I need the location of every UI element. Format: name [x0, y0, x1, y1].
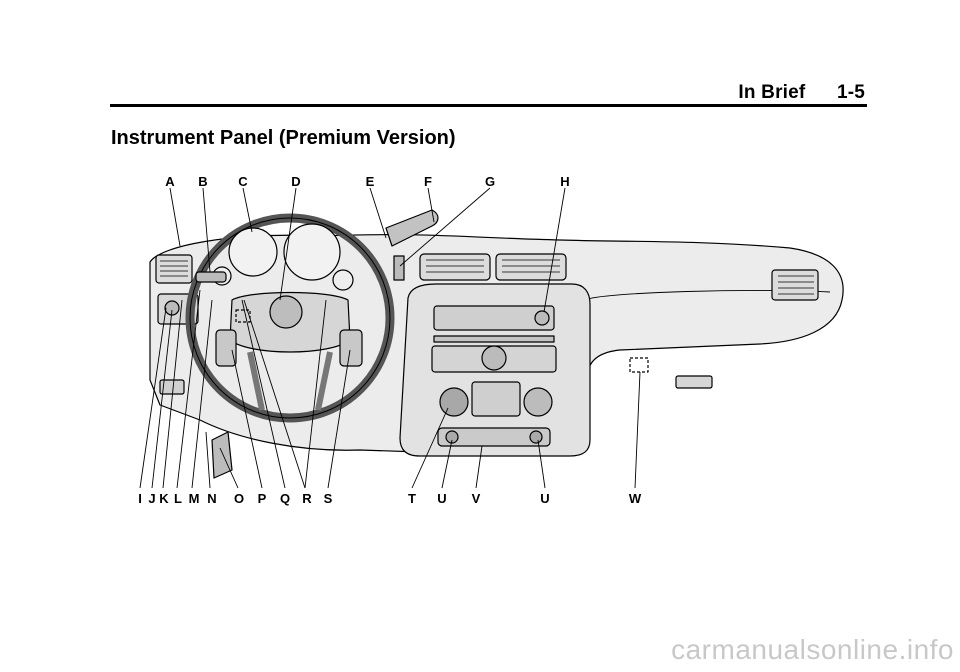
- climate-knob-left: [439, 387, 469, 417]
- callout-w: W: [629, 491, 642, 506]
- callout-q: Q: [280, 491, 290, 506]
- callout-h: H: [560, 174, 569, 189]
- left-spoke-controls: [215, 329, 237, 367]
- callout-d: D: [291, 174, 300, 189]
- callout-n: N: [207, 491, 216, 506]
- right-spoke-controls: [339, 329, 363, 367]
- climate-knob-right: [523, 387, 553, 417]
- horn-logo: [269, 295, 303, 329]
- radio-display: [433, 305, 555, 331]
- running-header: In Brief 1-5: [738, 82, 865, 104]
- callout-p: P: [258, 491, 267, 506]
- pedal: [211, 431, 233, 479]
- page-title: Instrument Panel (Premium Version): [111, 127, 456, 149]
- speedometer: [228, 227, 278, 277]
- callout-t: T: [408, 491, 416, 506]
- callout-i: I: [138, 491, 142, 506]
- watermark: carmanualsonline.info: [671, 634, 954, 665]
- page-number: 1-5: [836, 82, 865, 103]
- callout-u-right: U: [540, 491, 549, 506]
- glove-box-handle: [675, 375, 713, 389]
- callout-b: B: [198, 174, 207, 189]
- callout-j: J: [148, 491, 155, 506]
- callout-c: C: [238, 174, 248, 189]
- callout-f: F: [424, 174, 432, 189]
- callout-m: M: [189, 491, 200, 506]
- header-rule: [110, 104, 867, 107]
- top-callouts: A B C D E F G H: [165, 174, 569, 189]
- turn-signal-lever: [195, 271, 227, 283]
- callout-s: S: [324, 491, 333, 506]
- airbag-marker-passenger: [629, 357, 649, 373]
- left-vent: [155, 254, 193, 284]
- callout-r: R: [302, 491, 312, 506]
- center-vent-left: [419, 253, 491, 281]
- tachometer: [283, 223, 341, 281]
- callout-u-left: U: [437, 491, 446, 506]
- callout-k: K: [159, 491, 169, 506]
- callout-e: E: [366, 174, 375, 189]
- climate-buttons: [437, 427, 551, 447]
- shift-lever: [385, 209, 439, 247]
- callout-a: A: [165, 174, 175, 189]
- callout-o: O: [234, 491, 244, 506]
- callout-v: V: [472, 491, 481, 506]
- right-vent: [771, 269, 819, 301]
- bottom-callouts: I J K L M N O P Q R S T U V U W: [138, 491, 642, 506]
- section-name: In Brief: [738, 82, 806, 103]
- callout-l: L: [174, 491, 182, 506]
- center-vent-right: [495, 253, 567, 281]
- callout-g: G: [485, 174, 495, 189]
